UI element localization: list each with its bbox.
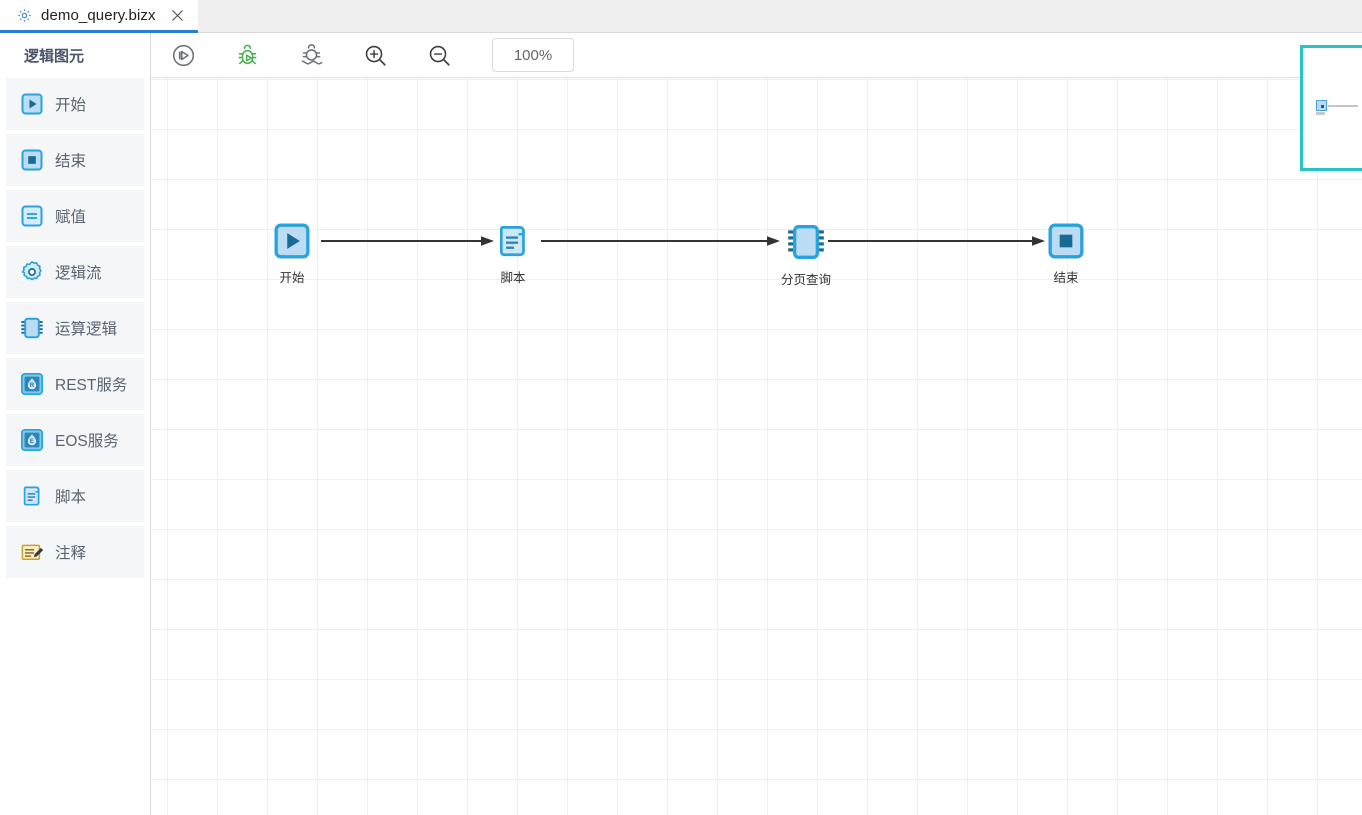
run-icon[interactable] xyxy=(151,33,215,78)
palette-header: 逻辑图元 xyxy=(0,33,150,78)
svg-text:R: R xyxy=(30,382,35,389)
minimap-node-label xyxy=(1316,112,1325,115)
start-node-icon xyxy=(274,223,310,259)
palette-item-label: 开始 xyxy=(55,97,87,114)
palette-item-label: 运算逻辑 xyxy=(55,321,118,338)
palette-item-script[interactable]: 脚本 xyxy=(6,470,144,522)
palette-item-eos-service[interactable]: E EOS服务 xyxy=(6,414,144,466)
palette-item-label: 脚本 xyxy=(55,489,87,506)
assignment-icon xyxy=(21,205,43,227)
compute-chip-icon xyxy=(21,317,43,339)
palette-list: 开始 结束 赋值 xyxy=(0,78,150,578)
node-start[interactable]: 开始 xyxy=(273,222,311,286)
edge-script-query[interactable] xyxy=(541,236,781,246)
palette-item-label: 结束 xyxy=(55,153,87,170)
zoom-level-value: 100% xyxy=(513,46,553,64)
node-paging-query[interactable]: 分页查询 xyxy=(781,222,831,288)
palette-item-assignment[interactable]: 赋值 xyxy=(6,190,144,242)
node-label: 分页查询 xyxy=(781,273,832,287)
flow-canvas[interactable]: 开始 脚本 xyxy=(151,78,1362,815)
rest-service-icon: R xyxy=(20,372,43,395)
node-label: 开始 xyxy=(279,271,305,285)
editor-toolbar: 100% xyxy=(151,33,1362,78)
script-scroll-icon xyxy=(499,226,525,257)
minimap-edge xyxy=(1328,105,1358,107)
zoom-level-input[interactable]: 100% xyxy=(492,38,574,72)
gear-icon xyxy=(18,8,31,22)
annotation-pencil-icon xyxy=(21,544,44,560)
palette-item-logic-flow[interactable]: 逻辑流 xyxy=(6,246,144,298)
palette-item-label: 逻辑流 xyxy=(55,265,102,282)
close-icon[interactable] xyxy=(170,7,186,23)
node-end[interactable]: 结束 xyxy=(1047,222,1085,286)
compute-chip-icon xyxy=(788,224,824,259)
zoom-in-icon[interactable] xyxy=(343,33,407,78)
node-label: 脚本 xyxy=(500,271,526,285)
minimap-node xyxy=(1316,100,1327,115)
minimap-node-icon xyxy=(1316,100,1327,111)
palette-item-label: REST服务 xyxy=(55,377,128,394)
tab-bar: demo_query.bizx xyxy=(0,0,1362,33)
palette-item-label: EOS服务 xyxy=(55,433,119,450)
stop-debug-icon[interactable] xyxy=(279,33,343,78)
edge-query-end[interactable] xyxy=(828,236,1046,246)
start-node-icon xyxy=(21,93,43,115)
palette-item-start[interactable]: 开始 xyxy=(6,78,144,130)
debug-bug-icon[interactable] xyxy=(215,33,279,78)
palette-item-annotation[interactable]: 注释 xyxy=(6,526,144,578)
end-node-icon xyxy=(1048,223,1084,259)
palette-sidebar: 逻辑图元 开始 结束 xyxy=(0,33,151,815)
svg-text:E: E xyxy=(30,438,34,445)
edge-start-script[interactable] xyxy=(321,236,495,246)
palette-item-label: 注释 xyxy=(55,545,87,562)
eos-service-icon: E xyxy=(20,428,43,451)
end-node-icon xyxy=(21,149,43,171)
palette-item-compute-logic[interactable]: 运算逻辑 xyxy=(6,302,144,354)
logic-flow-gear-icon xyxy=(21,261,42,281)
palette-item-end[interactable]: 结束 xyxy=(6,134,144,186)
node-script[interactable]: 脚本 xyxy=(494,222,532,286)
overview-minimap[interactable] xyxy=(1300,45,1362,171)
palette-item-label: 赋值 xyxy=(55,209,87,226)
tab-title: demo_query.bizx xyxy=(41,6,156,24)
tab-demo-query[interactable]: demo_query.bizx xyxy=(0,0,198,33)
node-label: 结束 xyxy=(1053,271,1079,285)
flow-diagram: 开始 脚本 xyxy=(151,78,1362,815)
zoom-out-icon[interactable] xyxy=(407,33,471,78)
palette-item-rest-service[interactable]: R REST服务 xyxy=(6,358,144,410)
script-scroll-icon xyxy=(23,486,40,506)
